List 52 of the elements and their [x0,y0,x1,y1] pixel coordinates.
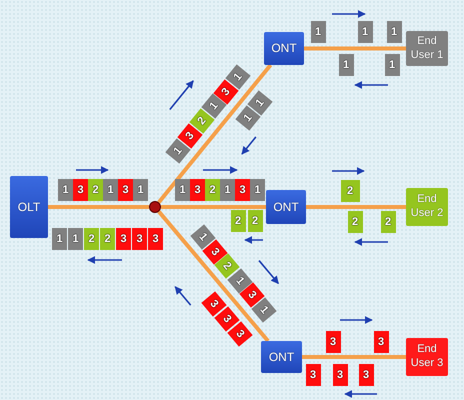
packet-block: 3 [118,179,133,201]
olt-box: OLT [10,176,48,238]
packet-block: 1 [133,179,148,201]
fiber-line [157,64,272,204]
packet-block: 3 [358,364,374,386]
ont-box: ONT [264,32,304,65]
end-user-box: End User 2 [406,188,448,226]
end-user-box: End User 1 [406,31,448,66]
packet-block: 3 [73,179,88,201]
packet-block: 2 [340,180,360,202]
packet-block: 3 [227,321,253,347]
ont-box: ONT [261,341,302,373]
packet-block: 1 [175,179,190,201]
packet-block: 1 [103,179,118,201]
fiber-line [161,205,266,209]
packet-block: 1 [338,54,354,76]
packet-block: 2 [248,210,262,232]
packet-block: 2 [348,211,362,233]
splitter-dot [149,201,161,213]
packet-block: 1 [220,179,235,201]
packet-block: 3 [235,179,250,201]
packet-block: 3 [306,364,320,386]
packet-block: 1 [310,21,326,43]
packet-block: 1 [386,21,402,43]
packet-block: 2 [205,179,220,201]
packet-block: 1 [250,179,265,201]
packet-block: 3 [332,364,348,386]
fiber-line [302,355,406,359]
packet-block: 2 [230,210,246,232]
packet-block: 2 [88,179,103,201]
packet-block: 3 [326,331,340,353]
fiber-line [304,46,406,50]
fiber-line [48,205,149,209]
fiber-line [157,210,270,342]
packet-block: 3 [374,331,388,353]
packet-block: 3 [190,179,205,201]
fiber-line [306,205,406,209]
packet-block: 2 [100,228,115,250]
packet-block: 2 [84,228,99,250]
packet-block: 3 [132,228,147,250]
packet-block: 2 [380,211,396,233]
packet-block: 3 [116,228,131,250]
packet-block: 1 [52,228,67,250]
packet-block: 3 [148,228,163,250]
end-user-box: End User 3 [406,338,448,376]
packet-block: 1 [384,54,400,76]
ont-box: ONT [266,190,306,224]
packet-block: 3 [202,290,227,316]
packet-block: 1 [358,21,372,43]
packet-block: 1 [68,228,83,250]
packet-block: 1 [58,179,73,201]
packet-block: 1 [190,224,216,250]
